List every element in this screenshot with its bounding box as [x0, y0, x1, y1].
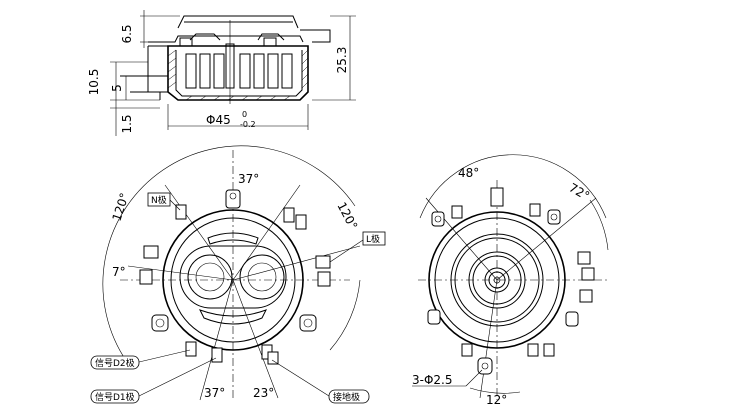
signal-d2-box [90, 355, 140, 370]
dim-10-5: 10.5 [87, 69, 101, 96]
angle-7: 7° [112, 265, 126, 279]
right-terminal-tabs [427, 187, 595, 375]
wall-hatching [167, 49, 309, 101]
l-pole-box [362, 231, 386, 246]
l-pole-label: L极 [366, 233, 380, 245]
dim-diameter-tol-lower: -0.2 [240, 120, 256, 129]
n-pole-label: N极 [151, 194, 167, 206]
dim-25-3: 25.3 [335, 47, 349, 74]
angle-37-bottom: 37° [204, 386, 225, 400]
angle-120-right: 120° [334, 200, 360, 232]
holes-callout: 3-Φ2.5 [412, 373, 453, 387]
left-bottom-view: 37° 120° 120° 7° 37° 23° N极 L极 信号D2极 信号D… [90, 145, 386, 404]
terminal-tabs [139, 189, 331, 365]
dim-5: 5 [110, 84, 124, 92]
dim-diameter-tol-upper: 0 [242, 110, 247, 119]
angle-23: 23° [253, 386, 274, 400]
dim-6-5: 6.5 [120, 24, 134, 43]
n-pole-box [147, 192, 171, 207]
side-dimension-lines [110, 10, 356, 136]
ground-pole-label: 接地极 [333, 391, 360, 403]
dim-1-5: 1.5 [120, 114, 134, 133]
side-view: 6.5 25.3 10.5 5 1.5 Φ45 0 -0.2 [87, 10, 356, 136]
signal-d1-box [90, 389, 140, 404]
ground-pole-box [328, 389, 370, 404]
angle-72: 72° [567, 180, 592, 203]
right-bottom-view: 48° 72° 12° 3-Φ2.5 [412, 154, 610, 407]
angle-48: 48° [458, 166, 479, 180]
angle-37-top: 37° [238, 172, 259, 186]
signal-d2-label: 信号D2极 [95, 357, 135, 369]
signal-d1-label: 信号D1极 [95, 391, 135, 403]
angle-120-left: 120° [110, 191, 132, 223]
dim-diameter-45: Φ45 [206, 113, 231, 127]
angle-12: 12° [486, 393, 507, 407]
